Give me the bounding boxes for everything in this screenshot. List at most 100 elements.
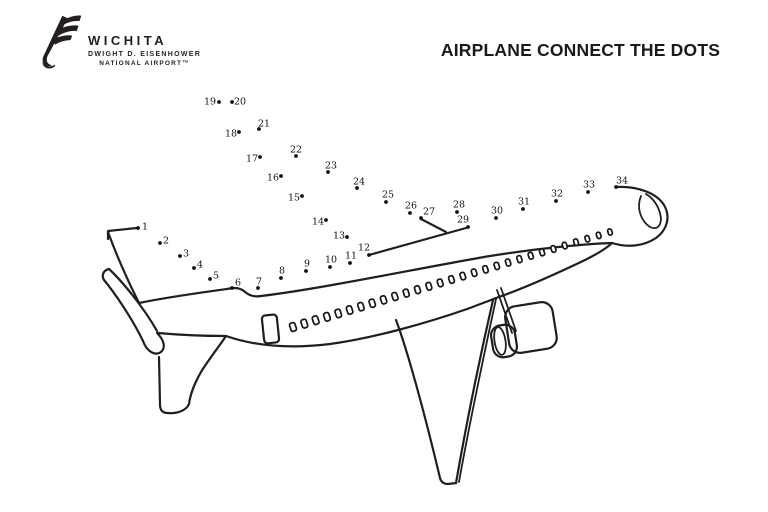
dot-label-21: 21: [258, 119, 270, 130]
dot-label-13: 13: [333, 231, 345, 242]
window-8: [368, 298, 377, 309]
window-15: [447, 274, 456, 285]
dot-label-16: 16: [267, 173, 279, 184]
window-4: [322, 311, 332, 322]
engine-inlet-face: [493, 326, 507, 356]
dot-label-31: 31: [518, 197, 530, 208]
stabilizer-bottom-edge: [101, 267, 145, 343]
window-6: [345, 304, 354, 316]
dot-12: [367, 253, 371, 257]
logo-subtitle-2: NATIONAL AIRPORT™: [99, 60, 190, 68]
wing-trailing-edge-outer: [454, 298, 495, 485]
fuselage-mid-line: [259, 241, 614, 298]
door: [260, 313, 281, 345]
dot-19: [217, 100, 221, 104]
window-25: [561, 241, 569, 250]
dot-label-1: 1: [142, 222, 148, 233]
window-9: [379, 294, 388, 305]
logo-brand: WICHITA: [88, 33, 168, 48]
dot-label-34: 34: [616, 176, 628, 187]
wing-tip: [438, 476, 458, 486]
dot-21: [257, 127, 261, 131]
window-14: [436, 278, 444, 288]
dot-label-11: 11: [345, 251, 357, 262]
tail-cone: [156, 331, 228, 415]
stabilizer-top-edge: [107, 267, 159, 333]
wing-trailing-edge-inner: [458, 298, 497, 483]
window-18: [481, 264, 490, 274]
stabilizer-curl: [141, 331, 165, 355]
window-17: [470, 268, 478, 278]
window-29: [606, 228, 614, 236]
dot-label-7: 7: [256, 277, 262, 288]
window-28: [595, 231, 602, 240]
far-wing-top-edge: [367, 226, 468, 257]
dot-label-4: 4: [197, 260, 203, 271]
dot-31: [521, 207, 525, 211]
dot-2: [158, 241, 162, 245]
dot-4: [192, 266, 196, 270]
far-wing-rear-edge: [419, 217, 448, 234]
logo-subtitle: DWIGHT D. EISENHOWER: [88, 51, 202, 58]
page-title: AIRPLANE CONNECT THE DOTS: [440, 40, 721, 60]
window-5: [334, 308, 343, 319]
dot-label-29: 29: [457, 215, 469, 226]
wing-flag-icon: [42, 15, 82, 69]
window-22: [527, 251, 535, 261]
dot-9: [304, 269, 308, 273]
engine-nacelle: [504, 301, 558, 354]
airplane-lineart: [101, 185, 669, 486]
dot-label-5: 5: [213, 271, 219, 282]
window-19: [493, 261, 501, 271]
nose-underside: [494, 241, 614, 300]
dot-label-12: 12: [358, 243, 370, 254]
window-11: [402, 288, 411, 298]
window-24: [549, 244, 557, 254]
dot-17: [258, 155, 262, 159]
tail-fin-top: [106, 226, 139, 241]
dot-label-22: 22: [290, 145, 302, 156]
dot-label-18: 18: [225, 129, 237, 140]
dot-label-23: 23: [325, 161, 337, 172]
dot-33: [586, 190, 590, 194]
dot-label-25: 25: [382, 190, 394, 201]
nose-outline: [610, 185, 669, 247]
window-16: [459, 271, 467, 281]
engine-inlet: [489, 323, 519, 359]
airport-logo: WICHITA DWIGHT D. EISENHOWER NATIONAL AI…: [28, 12, 201, 70]
logo-text-block: WICHITA DWIGHT D. EISENHOWER NATIONAL AI…: [88, 12, 201, 68]
dot-label-9: 9: [304, 259, 310, 270]
window-26: [572, 238, 580, 247]
dot-7: [256, 286, 260, 290]
dot-30: [494, 216, 498, 220]
dot-label-20: 20: [234, 97, 246, 108]
window-20: [504, 258, 512, 267]
tail-fin-trailing-edge: [106, 230, 141, 305]
dot-26: [408, 211, 412, 215]
dot-label-2: 2: [163, 236, 169, 247]
dot-22: [294, 154, 298, 158]
dot-20: [230, 100, 234, 104]
dot-label-19: 19: [204, 97, 216, 108]
windows-row: [288, 228, 614, 333]
dot-13: [345, 235, 349, 239]
window-3: [311, 315, 320, 326]
dot-label-6: 6: [235, 278, 241, 289]
dot-1: [136, 226, 140, 230]
dot-label-17: 17: [246, 154, 258, 165]
dot-label-24: 24: [353, 177, 365, 188]
dot-label-14: 14: [312, 217, 324, 228]
dot-11: [348, 261, 352, 265]
dot-24: [355, 186, 359, 190]
dot-label-26: 26: [405, 201, 417, 212]
window-21: [515, 254, 523, 264]
dot-3: [178, 254, 182, 258]
dot-14: [324, 218, 328, 222]
dot-28: [455, 210, 459, 214]
dot-8: [279, 276, 283, 280]
dot-23: [326, 170, 330, 174]
dot-34: [614, 185, 618, 189]
belly-line: [224, 296, 498, 348]
